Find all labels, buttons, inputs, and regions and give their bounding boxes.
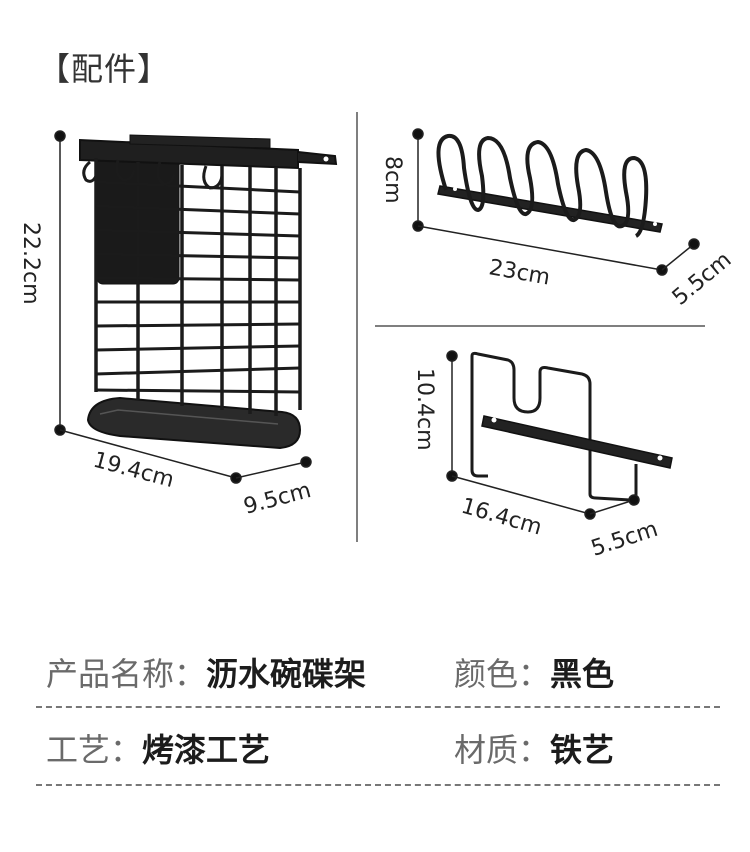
divider [36,784,720,786]
wavy-rack-dimension-lines [412,128,700,276]
product-name-value: 沥水碗碟架 [206,655,367,693]
lid-rack-depth-label: 5.5cm [588,517,661,562]
spec-row-1: 产品名称：沥水碗碟架 颜色：黑色 [46,652,720,696]
holder-height-label: 22.2cm [18,222,43,305]
lid-rack-width-label: 16.4cm [458,494,544,541]
lid-rack-height-label: 10.4cm [412,368,437,451]
craft-value: 烤漆工艺 [142,731,271,769]
craft-label: 工艺： [46,731,143,769]
section-title: 【配件】 [38,50,171,88]
wavy-rack-illustration [436,133,663,238]
wavy-rack-height-label: 8cm [380,156,405,204]
holder-width-label: 19.4cm [90,448,176,494]
color-label: 颜色： [454,655,551,693]
lid-rack-dimension-lines [446,350,640,520]
material-label: 材质： [454,731,551,769]
spec-row-2: 工艺：烤漆工艺 材质：铁艺 [46,728,720,772]
utensil-holder-illustration [79,134,338,450]
material-value: 铁艺 [550,731,615,769]
product-name-label: 产品名称： [46,655,207,693]
holder-dimension-lines [54,130,312,484]
holder-depth-label: 9.5cm [241,478,314,520]
wavy-rack-width-label: 23cm [487,255,552,290]
color-value: 黑色 [550,655,615,693]
lid-rack-illustration [470,351,673,502]
divider [36,706,720,708]
product-diagram: 22.2cm 19.4cm 9.5cm 8cm 23cm 5.5cm 10.4c… [18,112,736,562]
